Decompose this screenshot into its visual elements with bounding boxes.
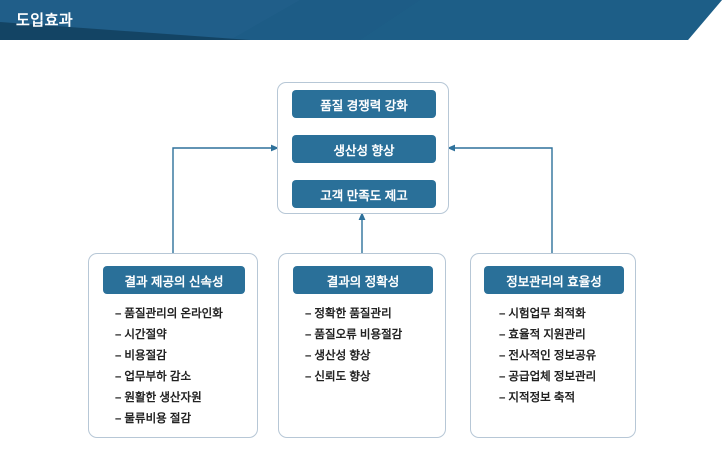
category-panel-accuracy: 결과의 정확성 –정확한 품질관리 –품질오류 비용절감 –생산성 향상 –신뢰… [278, 253, 446, 438]
bullet-dash: – [305, 350, 312, 362]
page-header: 도입효과 [0, 0, 722, 40]
connector-left [172, 147, 274, 253]
category-header-accuracy[interactable]: 결과의 정확성 [293, 266, 433, 294]
list-item-label: 전사적인 정보공유 [508, 350, 597, 362]
list-item: –정확한 품질관리 [279, 304, 445, 325]
list-item: –생산성 향상 [279, 346, 445, 367]
list-item: –신뢰도 향상 [279, 367, 445, 388]
list-item-label: 효율적 지원관리 [508, 329, 586, 341]
connector-right [452, 147, 553, 253]
goal-item-satisfaction[interactable]: 고객 만족도 제고 [292, 180, 436, 208]
list-item-label: 지적정보 축적 [508, 392, 576, 404]
list-item-label: 원활한 생산자원 [124, 392, 202, 404]
category-list-accuracy: –정확한 품질관리 –품질오류 비용절감 –생산성 향상 –신뢰도 향상 [279, 304, 445, 388]
bullet-dash: – [499, 392, 506, 404]
list-item: –물류비용 절감 [89, 409, 257, 430]
list-item-label: 시간절약 [124, 329, 167, 341]
bullet-dash: – [115, 308, 122, 320]
page-title: 도입효과 [16, 12, 74, 29]
list-item: –비용절감 [89, 346, 257, 367]
list-item: –품질관리의 온라인화 [89, 304, 257, 325]
bullet-dash: – [115, 329, 122, 341]
list-item: –업무부하 감소 [89, 367, 257, 388]
list-item: –지적정보 축적 [471, 388, 635, 409]
goal-item-quality[interactable]: 품질 경쟁력 강화 [292, 90, 436, 118]
category-panel-information: 정보관리의 효율성 –시험업무 최적화 –효율적 지원관리 –전사적인 정보공유… [470, 253, 636, 438]
bullet-dash: – [115, 413, 122, 425]
list-item-label: 신뢰도 향상 [314, 371, 371, 383]
list-item-label: 비용절감 [124, 350, 167, 362]
category-panel-speed: 결과 제공의 신속성 –품질관리의 온라인화 –시간절약 –비용절감 –업무부하… [88, 253, 258, 438]
goal-item-productivity[interactable]: 생산성 향상 [292, 135, 436, 163]
list-item: –품질오류 비용절감 [279, 325, 445, 346]
bullet-dash: – [499, 329, 506, 341]
list-item: –공급업체 정보관리 [471, 367, 635, 388]
bullet-dash: – [305, 329, 312, 341]
list-item-label: 생산성 향상 [314, 350, 371, 362]
list-item-label: 공급업체 정보관리 [508, 371, 597, 383]
list-item: –효율적 지원관리 [471, 325, 635, 346]
list-item-label: 품질관리의 온라인화 [124, 308, 223, 320]
list-item: –원활한 생산자원 [89, 388, 257, 409]
bullet-dash: – [499, 371, 506, 383]
bullet-dash: – [305, 308, 312, 320]
list-item: –전사적인 정보공유 [471, 346, 635, 367]
list-item-label: 품질오류 비용절감 [314, 329, 403, 341]
bullet-dash: – [115, 350, 122, 362]
header-background-shape [0, 0, 722, 40]
list-item: –시간절약 [89, 325, 257, 346]
category-header-information[interactable]: 정보관리의 효율성 [484, 266, 624, 294]
category-header-speed[interactable]: 결과 제공의 신속성 [103, 266, 245, 294]
goals-panel: 품질 경쟁력 강화 생산성 향상 고객 만족도 제고 [277, 82, 449, 214]
list-item-label: 정확한 품질관리 [314, 308, 392, 320]
category-list-information: –시험업무 최적화 –효율적 지원관리 –전사적인 정보공유 –공급업체 정보관… [471, 304, 635, 409]
list-item-label: 시험업무 최적화 [508, 308, 586, 320]
bullet-dash: – [305, 371, 312, 383]
list-item-label: 물류비용 절감 [124, 413, 192, 425]
list-item: –시험업무 최적화 [471, 304, 635, 325]
category-list-speed: –품질관리의 온라인화 –시간절약 –비용절감 –업무부하 감소 –원활한 생산… [89, 304, 257, 430]
bullet-dash: – [499, 350, 506, 362]
bullet-dash: – [499, 308, 506, 320]
bullet-dash: – [115, 392, 122, 404]
list-item-label: 업무부하 감소 [124, 371, 192, 383]
bullet-dash: – [115, 371, 122, 383]
